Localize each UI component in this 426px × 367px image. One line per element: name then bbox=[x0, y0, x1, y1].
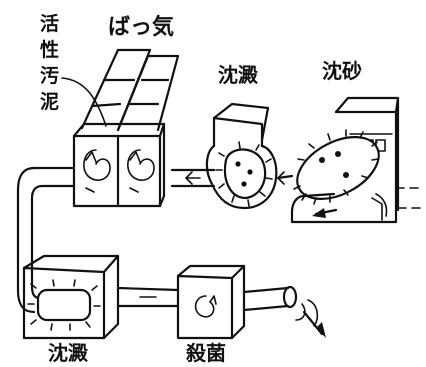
pipe-return-inner bbox=[30, 184, 76, 300]
activated-sludge-pointer bbox=[61, 77, 107, 127]
label-disinfection: 殺菌 bbox=[185, 341, 226, 365]
final-sedimentation-tank bbox=[22, 254, 120, 340]
label-activated-sludge-3: 汚 bbox=[40, 65, 59, 87]
aeration-tanks bbox=[72, 48, 180, 208]
disinfection-tank bbox=[176, 264, 246, 340]
label-sedimentation-top: 沈澱 bbox=[218, 63, 259, 87]
primary-sedimentation-tank bbox=[205, 102, 278, 210]
pipe-sedimentation-to-aeration bbox=[170, 168, 216, 188]
grit-chamber bbox=[293, 96, 400, 224]
pipe-grit-to-sedimentation bbox=[290, 192, 336, 224]
inflow-dashes bbox=[395, 187, 421, 209]
label-aeration: ばっ気 bbox=[108, 14, 174, 40]
flow-arrow-to-sedimentation bbox=[277, 171, 293, 185]
pipe-sedimentation-to-disinfection bbox=[116, 286, 180, 308]
label-activated-sludge-1: 活 bbox=[40, 12, 59, 35]
label-grit-chamber: 沈砂 bbox=[322, 59, 362, 83]
label-activated-sludge-4: 泥 bbox=[40, 91, 59, 113]
pipe-return-outer bbox=[16, 166, 76, 314]
label-activated-sludge-2: 性 bbox=[40, 38, 59, 61]
discharge-outlet bbox=[242, 285, 326, 338]
flow-arrow-to-aeration bbox=[185, 171, 201, 185]
label-sedimentation-bottom: 沈澱 bbox=[48, 341, 89, 365]
